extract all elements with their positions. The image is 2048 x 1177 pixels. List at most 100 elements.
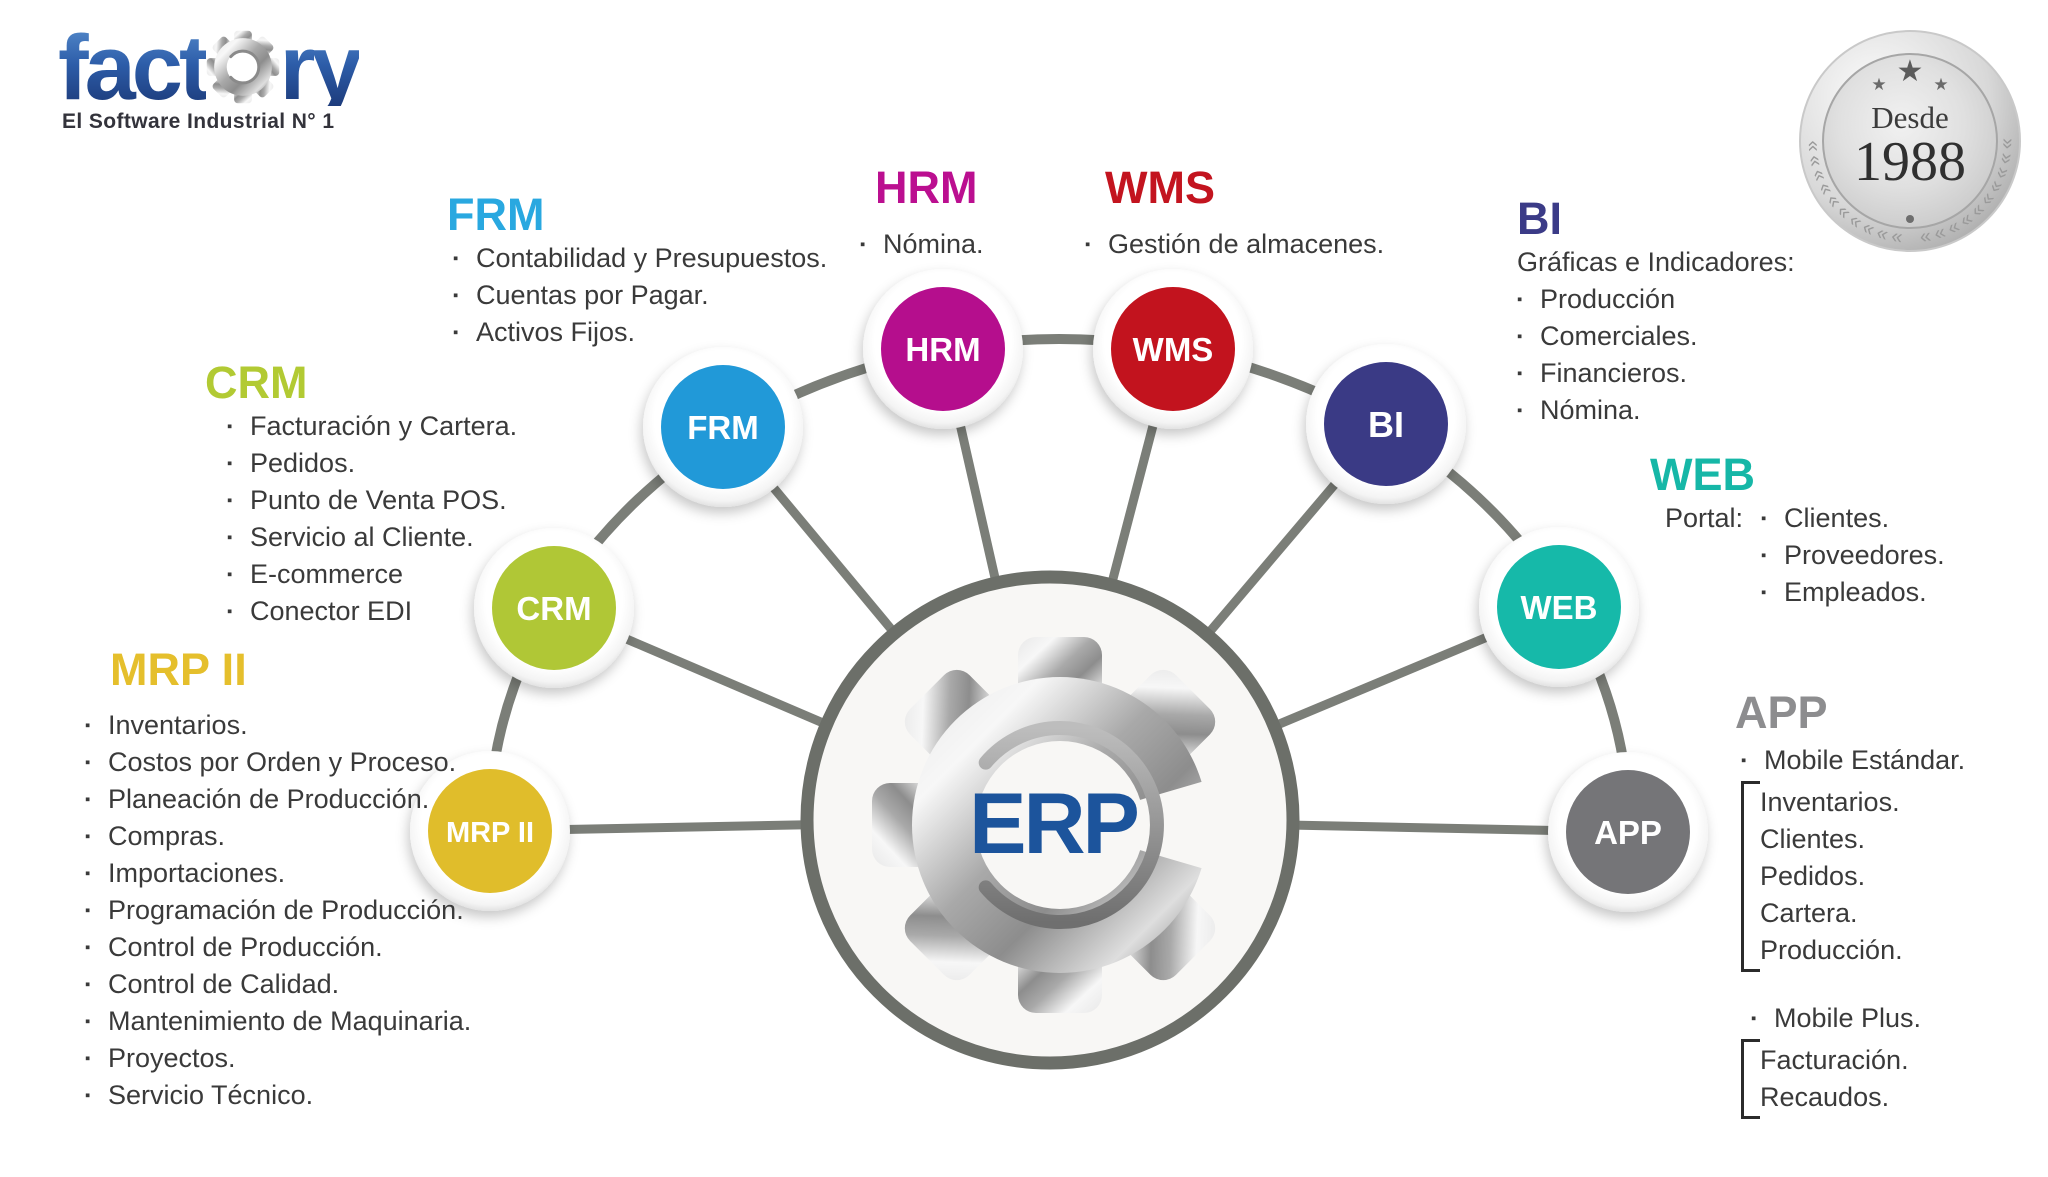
list-item-label: Punto de Venta POS.: [250, 485, 507, 515]
list-item: ▪ Mantenimiento de Maquinaria.: [85, 1003, 471, 1040]
module-frm-text: FRM ▪Contabilidad y Presupuestos. ▪Cuent…: [447, 190, 827, 351]
node-web: WEB: [1479, 527, 1639, 687]
module-mrp2-list: ▪Inventarios. ▪Costos por Orden y Proces…: [85, 707, 471, 1114]
module-bi-title: BI: [1517, 193, 1562, 244]
module-mrp2-title: MRP II: [110, 644, 247, 695]
bullet-icon: ▪: [227, 455, 233, 472]
bullet-icon: ▪: [227, 492, 233, 509]
list-item-label: Clientes.: [1760, 824, 1866, 854]
list-item: ▪Programación de Producción.: [85, 892, 471, 929]
list-item: ▪Control de Producción.: [85, 929, 471, 966]
node-circle: [1111, 287, 1235, 411]
module-frm-title: FRM: [447, 189, 545, 240]
list-item-label: Servicio Técnico.: [108, 1080, 314, 1110]
bullet-icon: ▪: [227, 603, 233, 620]
desde-1988-badge: »»»»»»»»»» »»»»»»»»»» ★ ★ ★ Desde 1988: [1799, 30, 2021, 252]
node-circle: [661, 365, 785, 489]
module-wms-text: WMS ▪Gestión de almacenes.: [1085, 163, 1384, 263]
bullet-icon: ▪: [85, 865, 91, 882]
bullet-icon: ▪: [860, 236, 866, 253]
module-wms-list: ▪Gestión de almacenes.: [1085, 226, 1384, 263]
list-item-label: E-commerce: [250, 559, 404, 589]
star-icon: ★: [1897, 55, 1924, 88]
node-label: CRM: [516, 590, 591, 627]
node-wms: WMS: [1093, 269, 1253, 429]
logo-tagline: El Software Industrial N° 1: [62, 110, 335, 133]
list-item-label: Comerciales.: [1540, 321, 1698, 351]
module-bi-text: BI Gráficas e Indicadores: ▪Producción ▪…: [1517, 194, 1795, 429]
node-circle: [1497, 545, 1621, 669]
list-item: ▪Control de Calidad.: [85, 966, 471, 1003]
list-item-label: Inventarios.: [1760, 787, 1900, 817]
module-web-portal-row: Portal: ▪Clientes. ▪Proveedores. ▪Emplea…: [1665, 500, 1945, 611]
list-item: ▪ Nómina.: [860, 226, 984, 263]
module-crm-list: ▪ Facturación y Cartera. ▪ Pedidos. ▪ Punto…: [227, 408, 517, 630]
module-web-text: WEB Portal: ▪Clientes. ▪Proveedores. ▪Em…: [1650, 450, 1945, 611]
node-circle: [881, 287, 1005, 411]
node-circle: [1324, 362, 1448, 486]
node-circle: [428, 769, 552, 893]
list-item-label: Planeación de Producción.: [108, 784, 430, 814]
list-item: ▪Producción: [1517, 281, 1795, 318]
node-label: MRP II: [446, 817, 534, 849]
bullet-icon: ▪: [1517, 365, 1523, 382]
list-item: ▪ Planeación de Producción.: [85, 781, 471, 818]
list-item-label: Pedidos.: [250, 448, 356, 478]
list-item-label: Clientes.: [1784, 503, 1890, 533]
logo-gear-icon: [206, 30, 279, 104]
list-item: ▪Activos Fijos.: [453, 314, 827, 351]
bullet-icon: ▪: [85, 754, 91, 771]
bullet-icon: ▪: [85, 717, 91, 734]
spacer: [1735, 972, 1965, 1000]
node-app: APP: [1548, 752, 1708, 912]
list-item: ▪Proyectos.: [85, 1040, 471, 1077]
bullet-icon: ▪: [85, 1013, 91, 1030]
bullet-icon: ▪: [227, 566, 233, 583]
bullet-icon: ▪: [85, 791, 91, 808]
list-item-label: Programación de Producción.: [108, 895, 464, 925]
list-item-label: Activos Fijos.: [476, 317, 636, 347]
list-item-label: Producción: [1540, 284, 1676, 314]
node-mrp2: MRP II: [410, 751, 570, 911]
list-item-label: Mantenimiento de Maquinaria.: [108, 1006, 472, 1036]
bullet-icon: ▪: [1751, 1010, 1757, 1027]
bullet-icon: ▪: [1741, 752, 1747, 769]
node-frm: FRM: [643, 347, 803, 507]
list-item-label: Nómina.: [883, 229, 984, 259]
star-icon: ★: [1871, 75, 1886, 94]
module-hrm-title: HRM: [875, 162, 978, 213]
bullet-icon: ▪: [1517, 402, 1523, 419]
node-hrm: HRM: [863, 269, 1023, 429]
list-item-label: Conector EDI: [250, 596, 413, 626]
module-hrm-list: ▪ Nómina.: [860, 226, 984, 263]
list-item: ▪Nómina.: [1517, 392, 1795, 429]
list-item-label: Gestión de almacenes.: [1108, 229, 1385, 259]
erp-label: ERP: [969, 776, 1137, 872]
node-label: WMS: [1133, 331, 1214, 368]
group-title-label: Mobile Plus.: [1774, 1003, 1922, 1033]
list-item: ▪ Punto de Venta POS.: [227, 482, 517, 519]
list-item-label: Facturación y Cartera.: [250, 411, 518, 441]
list-item: ▪Empleados.: [1761, 574, 1945, 611]
bullet-icon: ▪: [1761, 547, 1767, 564]
list-item: ▪Financieros.: [1517, 355, 1795, 392]
list-item: ▪ Conector EDI: [227, 593, 517, 630]
node-bi: BI: [1306, 344, 1466, 504]
list-item: ▪Contabilidad y Presupuestos.: [453, 240, 827, 277]
list-item-label: Pedidos.: [1760, 861, 1866, 891]
list-item-label: Facturación.: [1760, 1045, 1909, 1075]
list-item-label: Recaudos.: [1760, 1082, 1890, 1112]
list-item-label: Compras.: [108, 821, 226, 851]
list-item: ▪ E-commerce: [227, 556, 517, 593]
module-bi-intro: Gráficas e Indicadores:: [1517, 247, 1795, 277]
node-label: WEB: [1521, 589, 1598, 626]
bullet-icon: ▪: [1761, 510, 1767, 527]
list-item: ▪ Pedidos.: [227, 445, 517, 482]
list-item-label: Servicio al Cliente.: [250, 522, 474, 552]
portal-label: Portal:: [1665, 503, 1744, 533]
list-item-label: Inventarios.: [108, 710, 248, 740]
module-web-title: WEB: [1650, 449, 1755, 500]
app-group-bracket: Inventarios. Clientes. Pedidos. Cartera.…: [1741, 781, 1965, 972]
module-bi-list: ▪Producción ▪Comerciales. ▪Financieros. …: [1517, 281, 1795, 429]
bullet-icon: ▪: [1517, 328, 1523, 345]
